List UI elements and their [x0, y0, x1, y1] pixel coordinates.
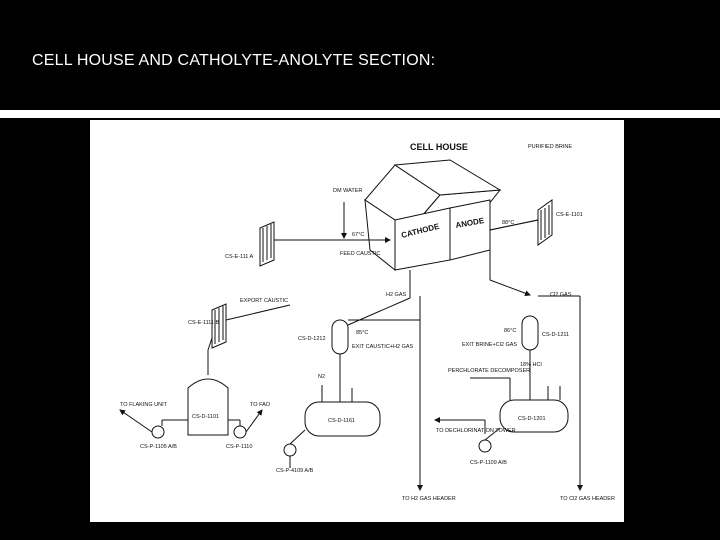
- label-cs-d-1161: CS-D-1161: [328, 418, 355, 424]
- process-flow-svg: CELL HOUSE CATHODE ANODE PURIFIED BRINE …: [119, 142, 615, 502]
- heat-exchanger-cs-e-1101: [537, 199, 553, 246]
- pump-cs-p-1110: [233, 425, 247, 439]
- label-cs-p-1109: CS-P-1109 A/B: [470, 460, 507, 466]
- label-to-dechlorination: TO DECHLORINATION TOWER: [436, 428, 516, 434]
- label-cs-p-1105: CS-P-1105 A/B: [140, 444, 177, 450]
- label-temp-88: 88°C: [502, 220, 514, 226]
- pump-cs-p-1109: [478, 439, 492, 453]
- slide-title: CELL HOUSE AND CATHOLYTE-ANOLYTE SECTION…: [32, 52, 436, 69]
- label-cs-e-1101: CS-E-1101: [556, 212, 583, 218]
- tank-cs-d-1101: [187, 378, 229, 436]
- label-cl2-gas: Cl2 GAS: [550, 292, 572, 298]
- label-temp-85: 85°C: [356, 330, 368, 336]
- vessel-cs-d-1161: [304, 401, 381, 437]
- label-cs-p-1110: CS-P-1110: [226, 444, 252, 450]
- process-flow-diagram: CELL HOUSE CATHODE ANODE PURIFIED BRINE …: [90, 120, 624, 522]
- label-cs-d-1101: CS-D-1101: [192, 414, 219, 420]
- label-exit-caustic: EXIT CAUSTIC+H2 GAS: [352, 344, 414, 350]
- label-h2-gas: H2 GAS: [386, 292, 407, 298]
- vessel-cs-d-1212: [331, 319, 349, 355]
- label-dm-water: DM WATER: [333, 188, 362, 194]
- label-purified-brine: PURIFIED BRINE: [528, 144, 572, 150]
- label-hcl-18: 18% HCl: [520, 362, 542, 368]
- pump-cs-p-1105: [151, 425, 165, 439]
- cell-house-building: [364, 159, 502, 272]
- label-to-fao: TO FAO: [250, 402, 271, 408]
- heat-exchanger-cs-e-1111b: [211, 303, 227, 349]
- label-to-cl2-header: TO Cl2 GAS HEADER: [560, 496, 615, 502]
- piping: [119, 202, 583, 491]
- label-cs-e-1111a: CS-E-111 A: [225, 254, 254, 260]
- label-export-caustic: EXPORT CAUSTIC: [240, 298, 288, 304]
- label-to-flaking: TO FLAKING UNIT: [120, 402, 168, 408]
- label-feed-caustic: FEED CAUSTIC: [340, 251, 380, 257]
- label-exit-brine: EXIT BRINE+Cl2 GAS: [462, 342, 517, 348]
- label-cell-house: CELL HOUSE: [410, 142, 468, 152]
- label-n2: N2: [318, 374, 325, 380]
- label-cs-d-1201: CS-D-1201: [518, 416, 546, 422]
- label-cs-p-4109: CS-P-4109 A/B: [276, 468, 314, 474]
- vessel-cs-d-1211: [521, 315, 539, 351]
- title-divider: [0, 110, 720, 118]
- label-cs-e-1111b: CS-E-1111 B: [188, 320, 220, 326]
- heat-exchanger-cs-e-1111a: [259, 221, 275, 267]
- pump-cs-p-4109: [283, 443, 297, 457]
- label-temp-86: 86°C: [504, 328, 516, 334]
- label-to-h2-header: TO H2 GAS HEADER: [402, 496, 456, 502]
- label-cs-d-1212: CS-D-1212: [298, 336, 326, 342]
- label-perchlorate: PERCHLORATE DECOMPOSER: [448, 368, 530, 374]
- vessel-cs-d-1201: [499, 399, 569, 433]
- label-temp-67: 67°C: [352, 232, 364, 238]
- label-cs-d-1211: CS-D-1211: [542, 332, 569, 338]
